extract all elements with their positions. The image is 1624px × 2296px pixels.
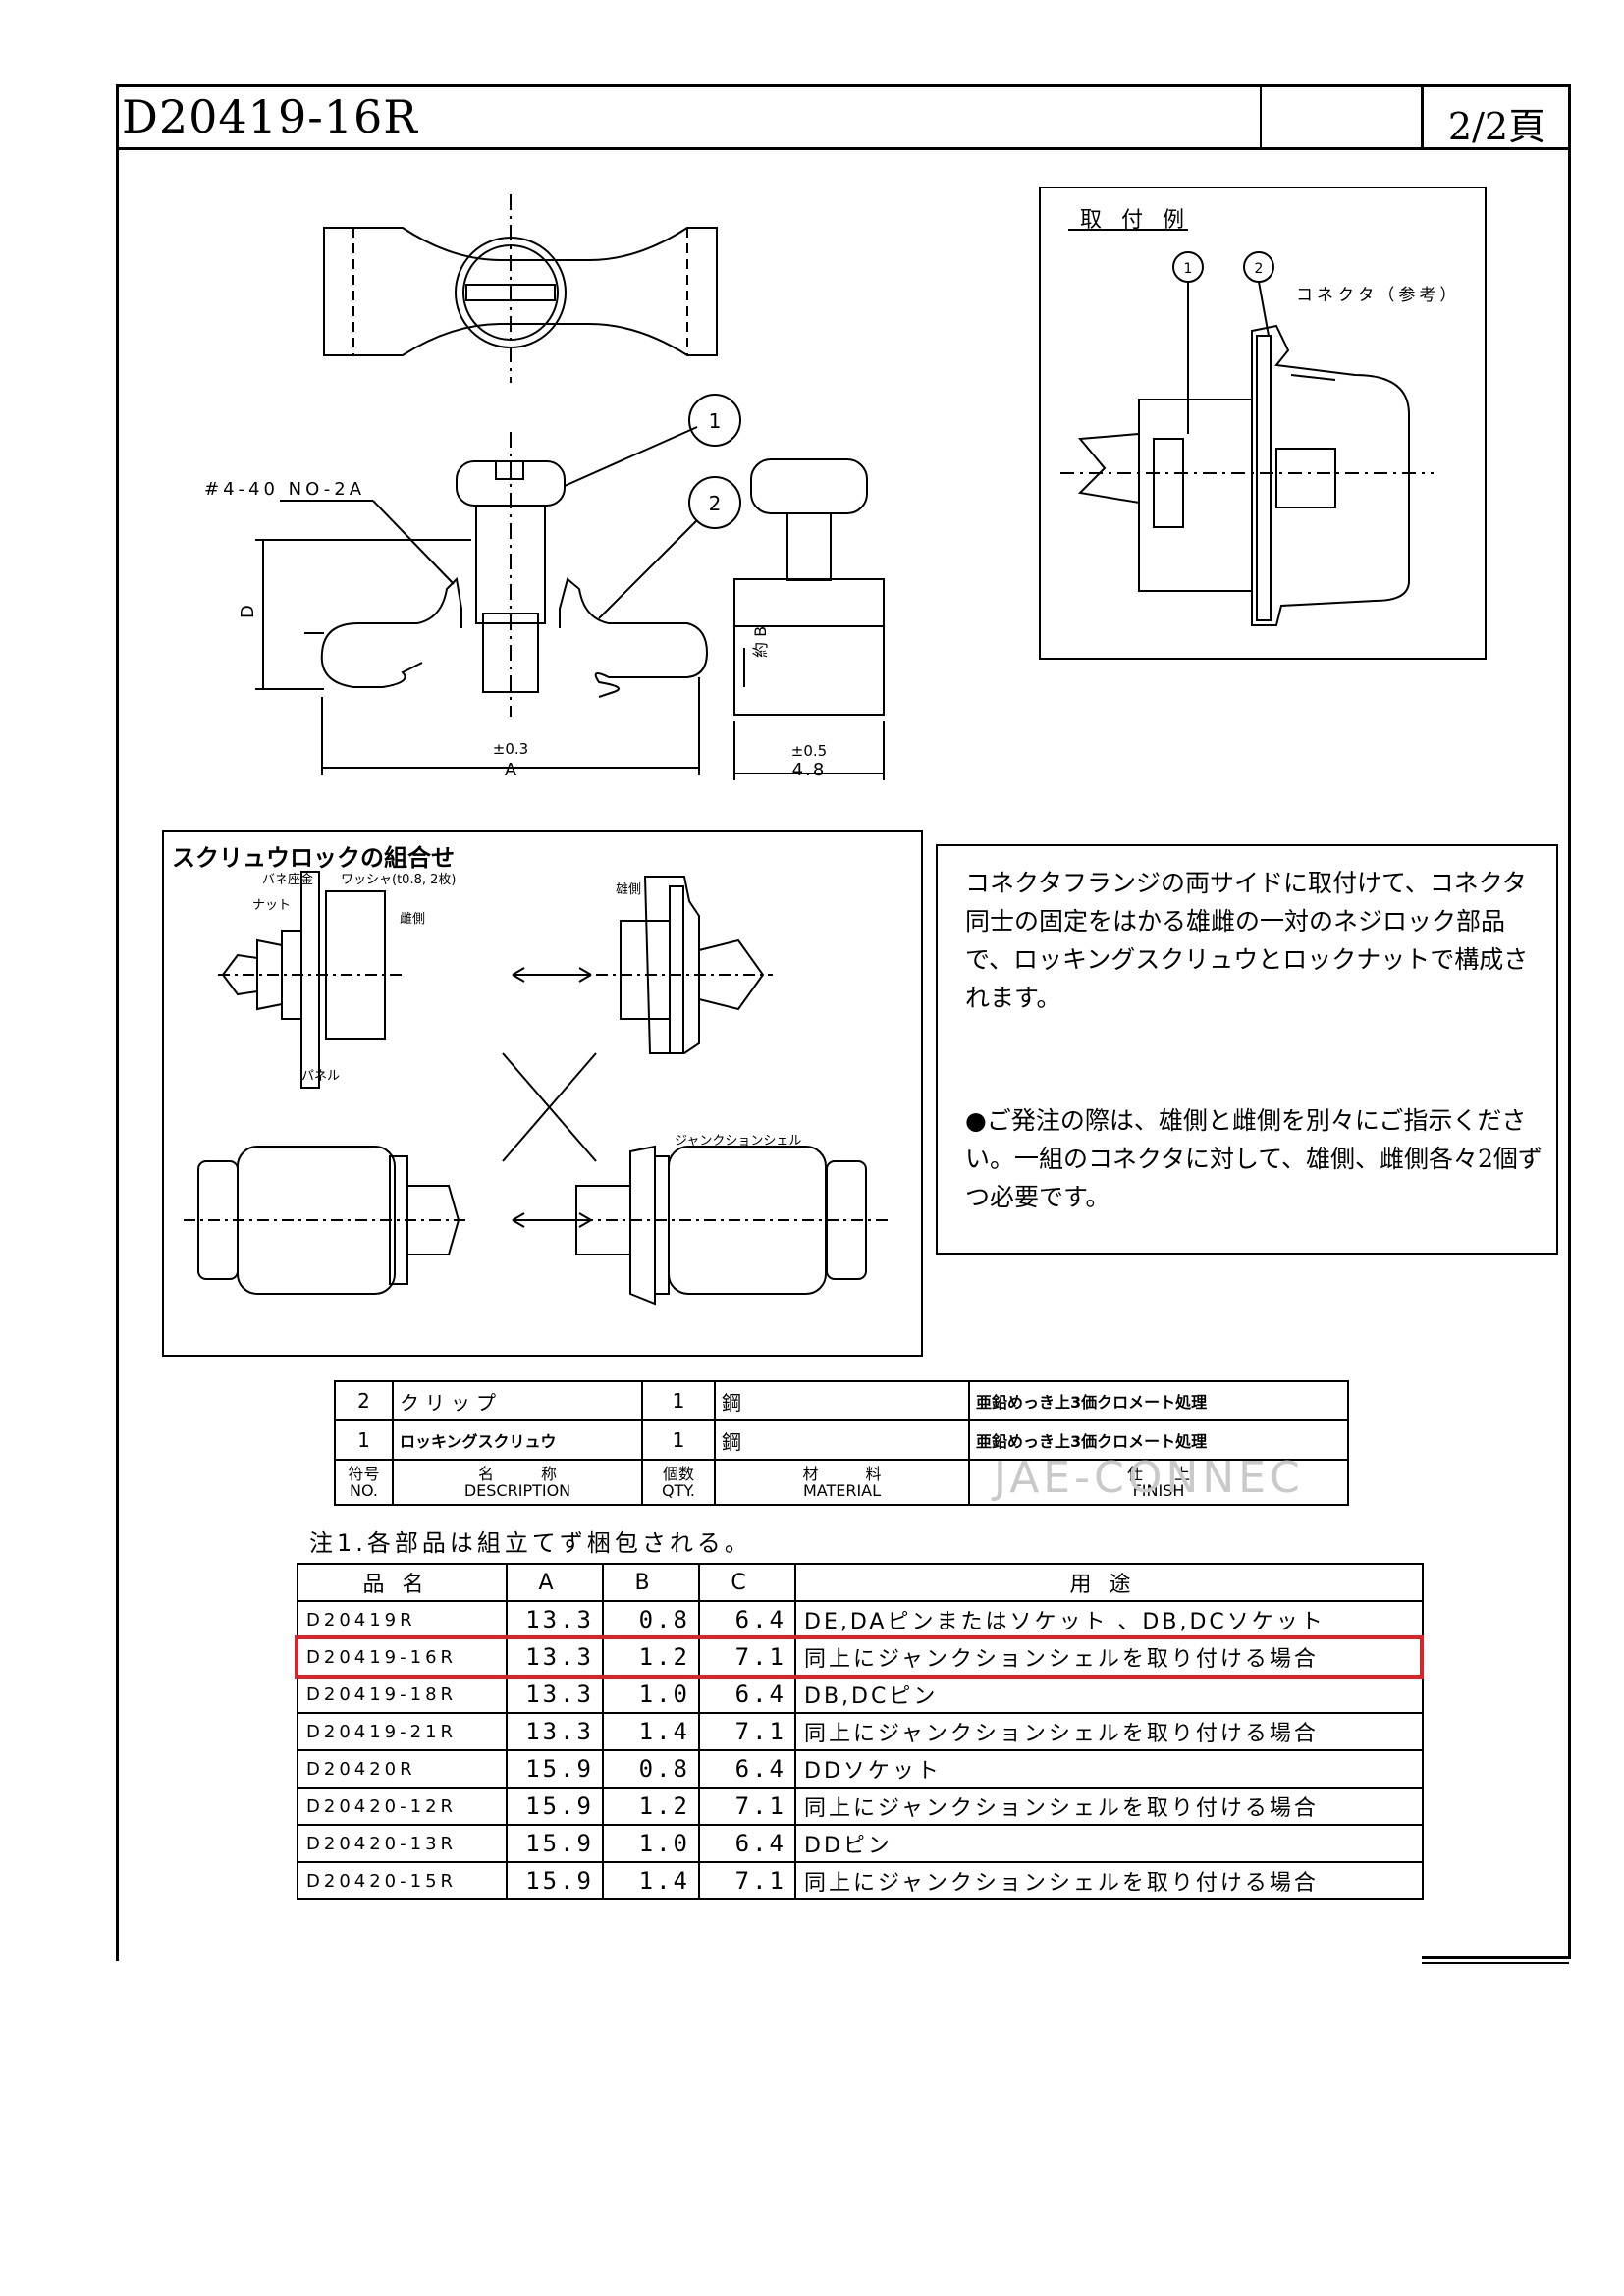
mount-example-title: 取付例 [1080,208,1205,233]
description-paragraph-2: ●ご発注の際は、雄側と雌側を別々にご指示ください。一組のコネクタに対して、雄側、… [965,1106,1543,1211]
mount-example-box: 取付例 1 2 コネクタ（参考） [1039,187,1487,660]
connector-label: コネクタ（参考） [1296,286,1460,305]
callout-1: 1 [709,409,722,433]
screwlock-combination-box: スクリュウロックの組合せ [162,830,923,1357]
label-nut: ナット [252,898,291,913]
document-id: D20419-16R [122,90,418,143]
label-washer: ワッシャ(t0.8, 2枚) [341,873,456,887]
dim-b-label: 約 B [751,626,770,658]
combination-title: スクリュウロックの組合せ [172,844,455,872]
frame-right [1568,84,1571,1959]
dim-a: A [505,760,517,780]
callout-2: 2 [709,492,722,515]
note-text: 注1.各部品は組立てず梱包される。 [309,1529,752,1557]
label-panel: パネル [301,1069,340,1084]
watermark: JAE-CONNEC [994,1453,1304,1503]
tol-a: ±0.3 [493,740,528,758]
header-divider [116,147,1571,150]
label-female: 雌側 [400,911,425,927]
mount-callout-2: 2 [1255,261,1264,277]
dim-d-label: D [238,605,258,618]
description-box: コネクタフランジの両サイドに取付けて、コネクタ同士の固定をはかる雄雌の一対のネジ… [936,844,1558,1255]
label-spring-washer: バネ座金 [262,872,313,887]
description-paragraph-1: コネクタフランジの両サイドに取付けて、コネクタ同士の固定をはかる雄雌の一対のネジ… [965,869,1529,1012]
tol-side: ±0.5 [791,742,827,760]
bottom-rule [1422,1956,1569,1959]
label-male: 雄側 [616,882,641,897]
table-row: 2 クリップ 1 鋼 亜鉛めっき上3価クロメート処理 [334,1380,1349,1421]
mount-callout-1: 1 [1184,261,1193,277]
dim-side: 4.8 [792,760,827,780]
spec-header-row: 品名 A B C 用途 [297,1563,1424,1602]
parts-table: 2 クリップ 1 鋼 亜鉛めっき上3価クロメート処理 1 ロッキングスクリュウ … [334,1380,1349,1506]
header-cell-divider [1260,86,1262,147]
frame-top [116,84,1571,87]
page-number: 2/2頁 [1447,105,1546,148]
frame-left [116,84,119,1961]
thread-label: #4-40 NO-2A [204,479,365,500]
selected-row-highlight [295,1635,1424,1679]
table-row: 1 ロッキングスクリュウ 1 鋼 亜鉛めっき上3価クロメート処理 [334,1419,1349,1461]
header-cell-divider [1421,86,1424,147]
bottom-rule [1422,1962,1569,1964]
part-drawing: 1 2 #4-40 NO-2A D 約 B ±0.3 A ±0.5 4.8 [204,194,885,780]
label-junction-shell: ジャンクションシェル [675,1134,801,1148]
